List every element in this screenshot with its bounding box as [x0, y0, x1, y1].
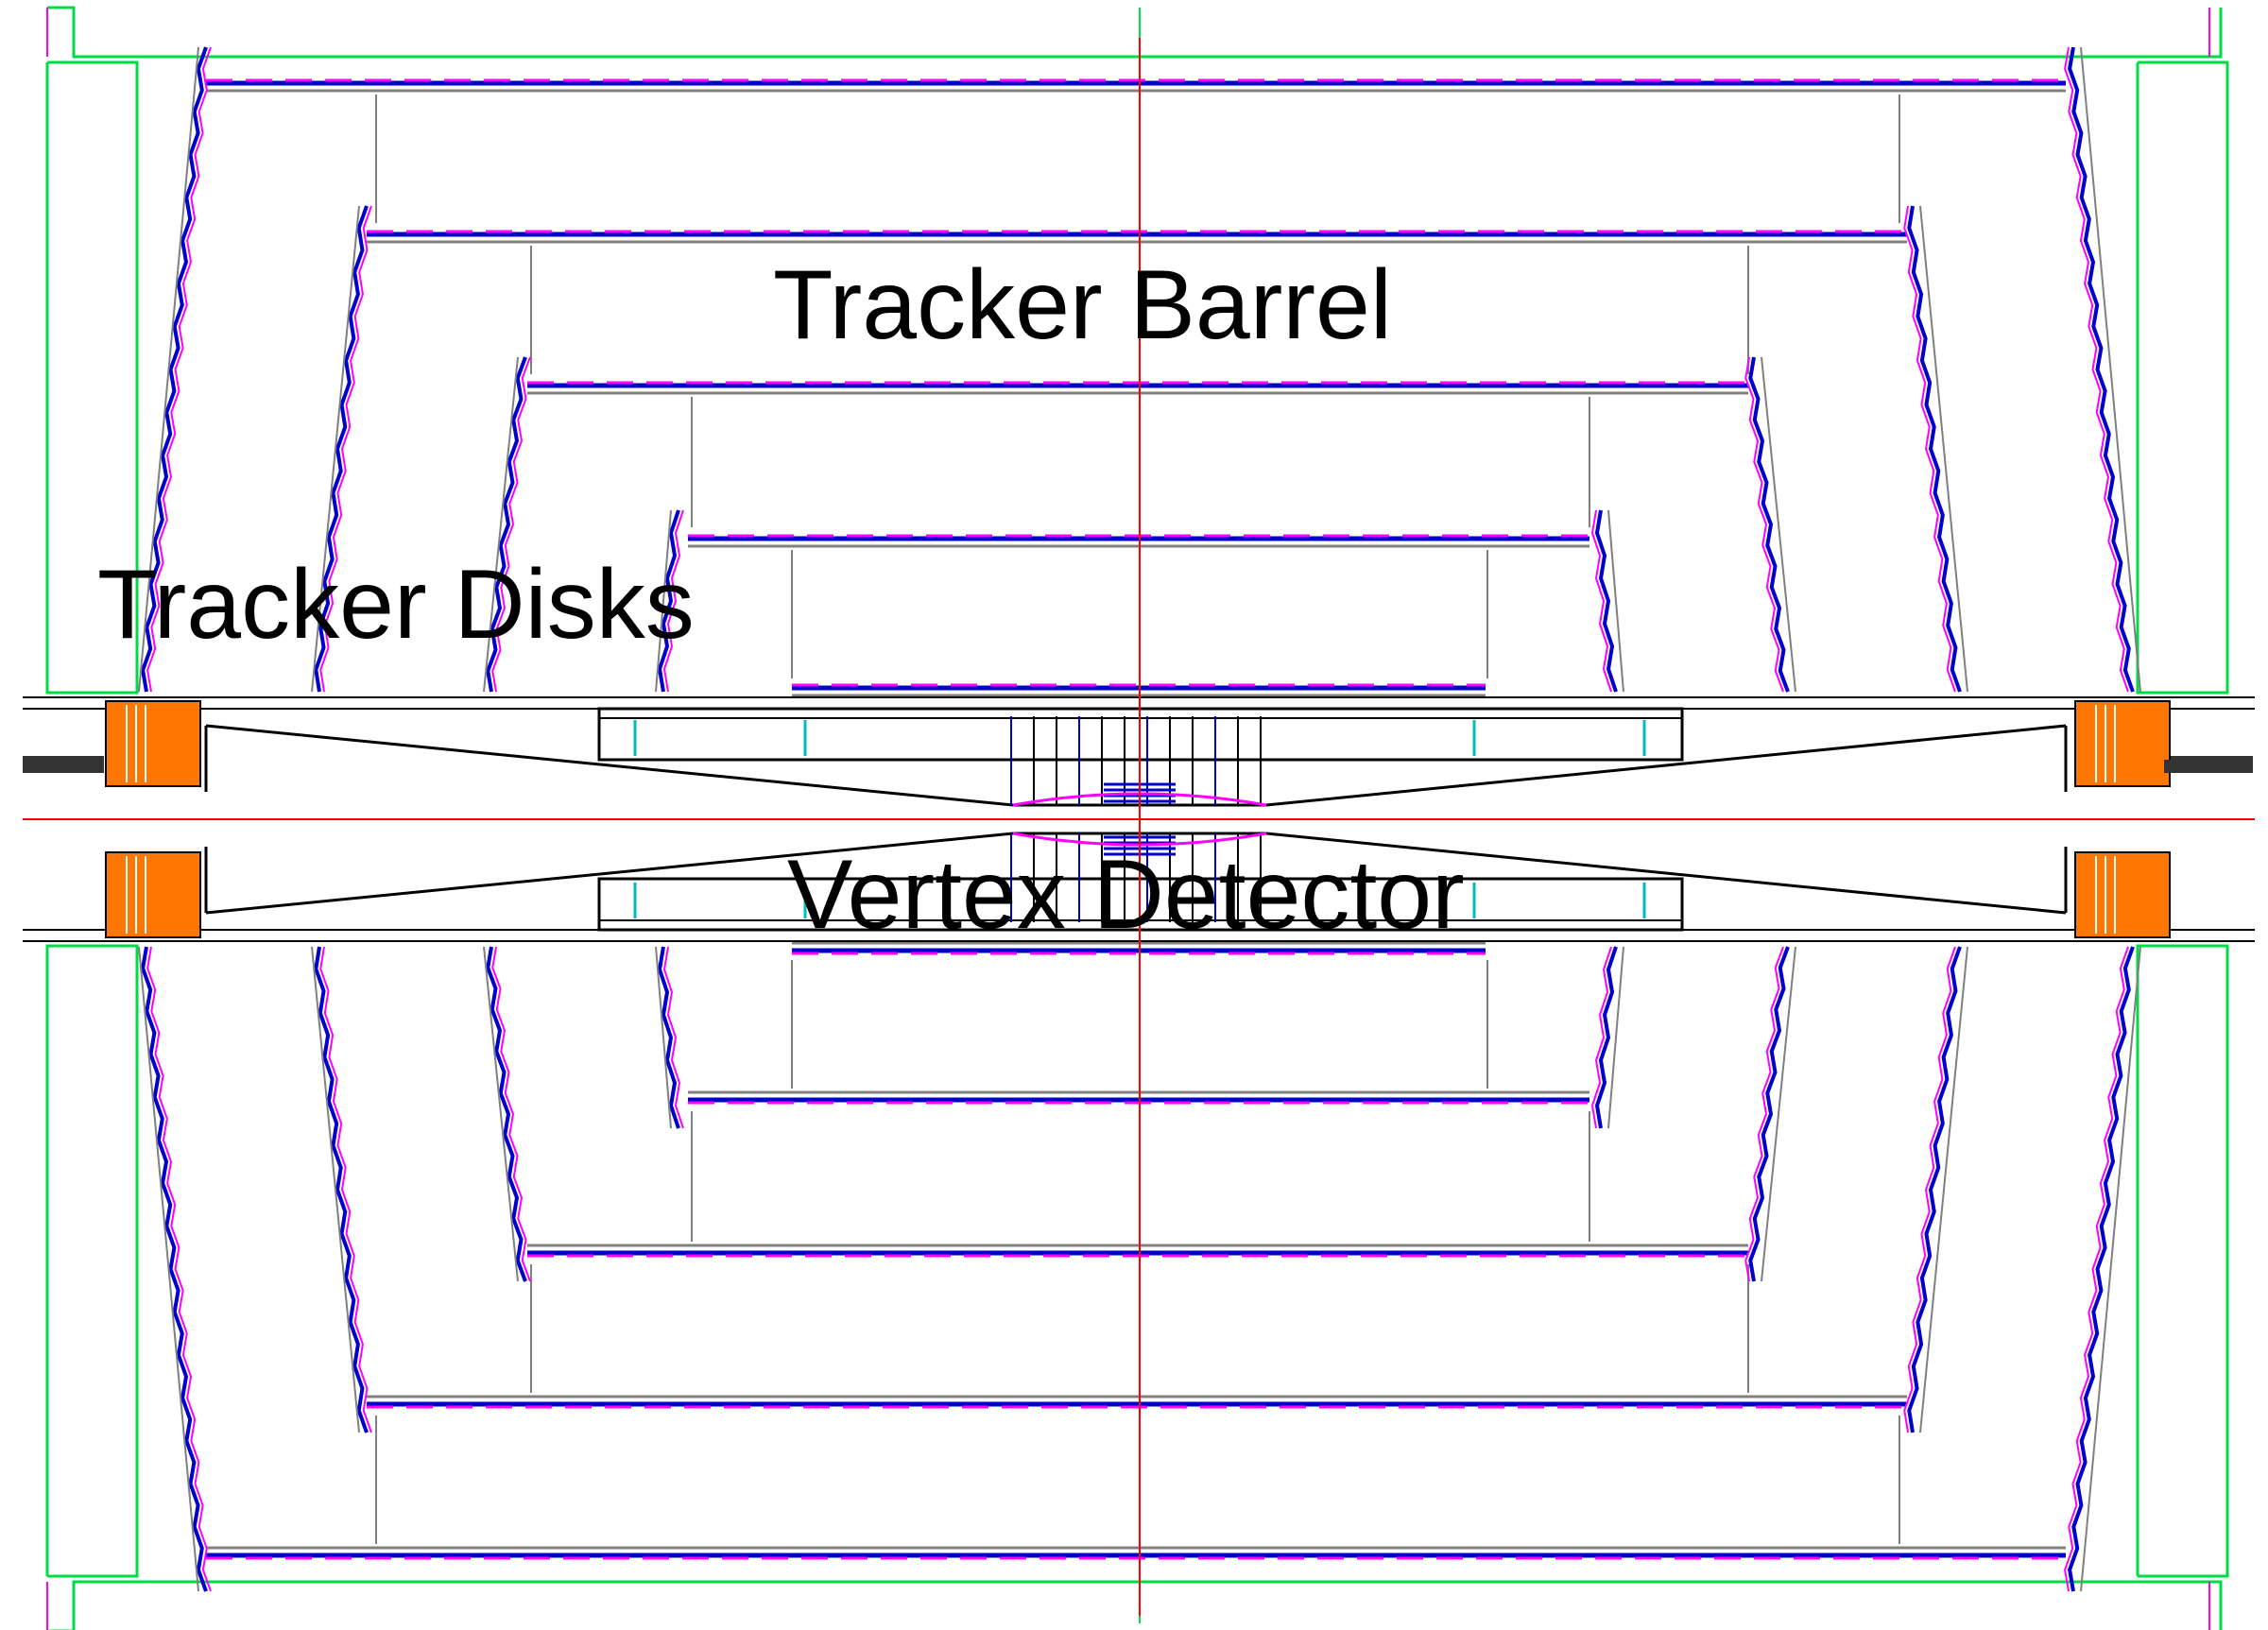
- tracker-disk: [314, 946, 369, 1433]
- side-support-box: [2136, 944, 2229, 1578]
- tracker-barrel: [206, 78, 2066, 1560]
- flange: [105, 851, 201, 938]
- tracker-disk-frame: [483, 946, 519, 1282]
- tracker-disk-frame: [655, 509, 672, 693]
- tracker-disk: [1594, 946, 1618, 1129]
- tracker-disk-frame: [311, 946, 360, 1433]
- tracker-disk-edge: [491, 356, 531, 693]
- tracker-disk-edge: [662, 946, 684, 1129]
- tracker-disk-edge: [491, 946, 531, 1282]
- tracker-disk-frame: [655, 946, 672, 1129]
- tracker-disk: [141, 946, 208, 1592]
- beampipe-hatch: [2164, 760, 2253, 773]
- tracker-disk: [314, 205, 369, 693]
- tracker-disk-edge: [146, 46, 212, 693]
- beampipe-hatch: [23, 760, 104, 773]
- tracker-disk-frame: [1919, 946, 1968, 1433]
- tracker-barrel-label: Tracker Barrel: [773, 250, 1392, 360]
- flange: [2074, 700, 2171, 787]
- tracker-disk-edge: [146, 946, 212, 1592]
- tracker-disk: [657, 509, 680, 693]
- tracker-disk-frame: [311, 205, 360, 693]
- tracker-disk: [2068, 946, 2135, 1592]
- tracker-disk-frame: [2080, 946, 2141, 1592]
- tracker-disk: [486, 946, 527, 1282]
- tracker-disk-edge: [1590, 946, 1612, 1129]
- tracker-disk-frame: [1761, 356, 1796, 693]
- tracker-disk-frame: [2080, 46, 2141, 693]
- tracker-disk-edge: [1590, 509, 1612, 693]
- tracker-disk-frame: [1607, 509, 1624, 693]
- tracker-disk: [2068, 46, 2135, 693]
- tracker-disk: [1594, 509, 1618, 693]
- tracker-disk: [141, 46, 208, 693]
- tracker-disk-frame: [138, 946, 199, 1592]
- tracker-disks-label: Tracker Disks: [97, 550, 695, 660]
- tracker-disk-edge: [1744, 946, 1784, 1282]
- tracker-disk-frame: [1761, 946, 1796, 1282]
- support-structure: [45, 6, 2229, 1630]
- tracker-disk-edge: [319, 205, 372, 693]
- side-support-box: [45, 944, 139, 1578]
- tracker-disk-frame: [1919, 205, 1968, 693]
- tracker-disks: [138, 46, 2141, 1592]
- tracker-disk-edge: [2064, 46, 2129, 693]
- tracker-disk-frame: [483, 356, 519, 693]
- tracker-disk: [486, 356, 527, 693]
- tracker-disk-frame: [138, 46, 199, 693]
- tracker-disk: [1748, 946, 1790, 1282]
- tracker-disk-edge: [1903, 946, 1956, 1433]
- tracker-disk-edge: [1903, 205, 1956, 693]
- vertex-detector-label: Vertex Detector: [787, 840, 1465, 950]
- tracker-disk-frame: [1607, 946, 1624, 1129]
- flange: [105, 700, 201, 787]
- tracker-disk-edge: [319, 946, 372, 1433]
- outer-support-rail: [47, 1580, 2223, 1630]
- side-support-box: [45, 60, 139, 695]
- tracker-disk: [1907, 946, 1962, 1433]
- flange: [2074, 851, 2171, 938]
- outer-support-rail: [47, 6, 2223, 59]
- tracker-disk-edge: [1744, 356, 1784, 693]
- axes: [23, 8, 2255, 1623]
- tracker-disk: [1748, 356, 1790, 693]
- tracker-disk-edge: [662, 509, 684, 693]
- side-support-box: [2136, 60, 2229, 695]
- tracker-disk: [657, 946, 680, 1129]
- tracker-disk-edge: [2064, 946, 2129, 1592]
- tracker-disk: [1907, 205, 1962, 693]
